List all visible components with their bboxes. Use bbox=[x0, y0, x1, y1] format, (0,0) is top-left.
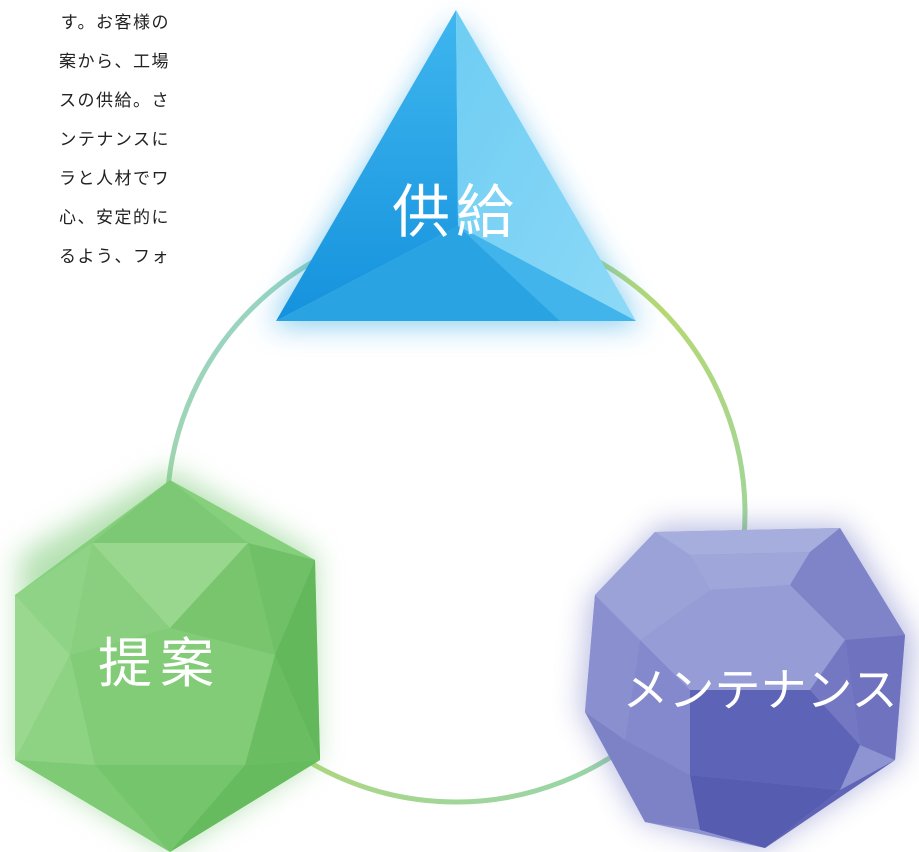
supply-node: 供給 bbox=[270, 10, 641, 326]
intro-line: るよう、フォ bbox=[59, 247, 170, 267]
supply-label: 供給 bbox=[392, 178, 520, 246]
proposal-node: 提案 bbox=[15, 470, 320, 852]
maintenance-node: メンテナンス bbox=[580, 525, 915, 852]
intro-line: す。お客様の bbox=[60, 13, 170, 33]
proposal-label: 提案 bbox=[98, 632, 222, 695]
maintenance-label: メンテナンス bbox=[622, 663, 897, 717]
intro-line: 心、安定的に bbox=[59, 208, 170, 228]
intro-line: ンテナンスに bbox=[59, 130, 170, 150]
intro-text: す。お客様の 案から、工場 スの供給。さ ンテナンスに ラと人材でワ 心、安定的… bbox=[0, 0, 170, 300]
intro-line: 案から、工場 bbox=[59, 52, 170, 72]
intro-line: ラと人材でワ bbox=[59, 169, 170, 189]
supply-face-left bbox=[276, 10, 458, 321]
intro-line: スの供給。さ bbox=[59, 91, 170, 111]
supply-face-right bbox=[456, 10, 636, 321]
